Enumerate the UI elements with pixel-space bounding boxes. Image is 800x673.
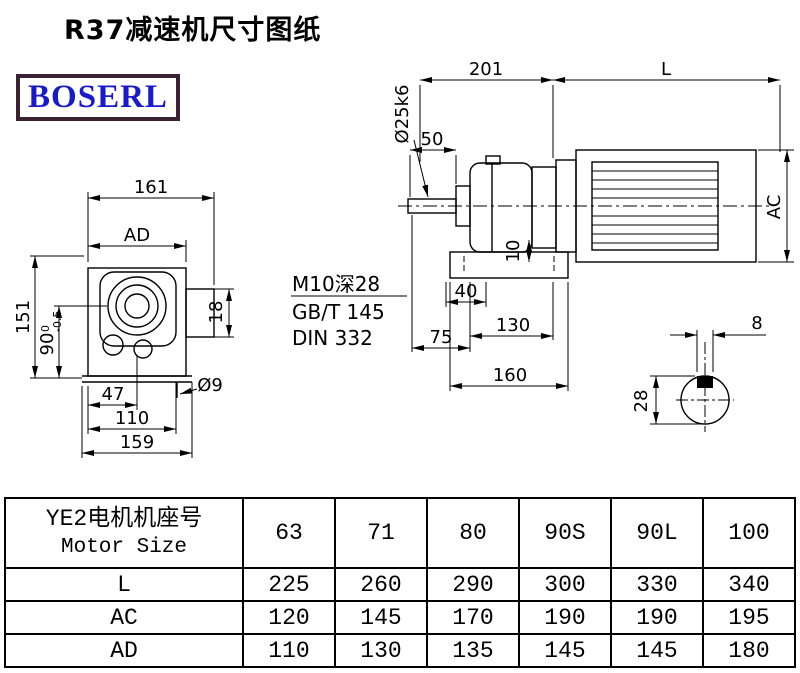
dim-161-label: 161 <box>134 177 168 198</box>
table-cell: 300 <box>518 567 612 602</box>
motor-size-header-en: Motor Size <box>60 536 188 560</box>
side-view-labels: 201 L Ø25k6 50 AC 10 40 75 130 160 <box>392 59 785 386</box>
table-cell: 145 <box>610 633 704 668</box>
row-label-AC: AC <box>4 600 244 635</box>
dim-47-label: 47 <box>102 384 125 405</box>
adapter-flange-1 <box>531 166 557 249</box>
dim-40-label: 40 <box>455 281 478 302</box>
dim-160-label: 160 <box>493 365 527 386</box>
svg-text:90: 90 <box>37 333 58 356</box>
table-cell: 130 <box>334 633 428 668</box>
side-view-outline <box>398 149 772 279</box>
dim-90-tolerance-label: 90 0 -0.5 <box>37 311 64 356</box>
brand-logo-text: BOSERL <box>28 79 168 115</box>
gear-housing-side <box>469 162 533 253</box>
technical-drawing-svg: 161 AD 151 90 0 -0.5 18 47 110 159 Ø9 <box>13 59 794 458</box>
note-gbt-145: GB/T 145 <box>292 300 385 324</box>
keyway <box>697 376 713 388</box>
column-header-100: 100 <box>702 497 796 569</box>
dim-75-label: 75 <box>430 327 453 348</box>
table-cell: 110 <box>242 633 336 668</box>
column-header-71: 71 <box>334 497 428 569</box>
foot-plate <box>449 251 569 279</box>
dim-28-label: 28 <box>631 390 652 413</box>
dim-dia9-label: Ø9 <box>197 375 223 396</box>
thread-notes: M10深28 GB/T 145 DIN 332 <box>292 272 385 350</box>
table-cell: 190 <box>610 600 704 635</box>
shaft-end-view-outline <box>676 342 734 432</box>
table-cell: 195 <box>702 600 796 635</box>
table-cell: 330 <box>610 567 704 602</box>
motor-dimension-table: YE2电机机座号 Motor Size 63 71 80 90S 90L 100… <box>4 497 796 668</box>
housing-eyebolt-boss <box>485 155 501 165</box>
motor-size-header-cn: YE2电机机座号 <box>45 506 203 533</box>
table-cell: 260 <box>334 567 428 602</box>
svg-text:-0.5: -0.5 <box>51 311 64 332</box>
table-cell: 120 <box>242 600 336 635</box>
table-cell: 135 <box>426 633 520 668</box>
shaft-end-labels: 8 28 <box>631 313 763 412</box>
motor-size-header-cell: YE2电机机座号 Motor Size <box>4 497 244 569</box>
brand-logo-box: BOSERL <box>16 74 180 121</box>
column-header-63: 63 <box>242 497 336 569</box>
table-row-L: L 225 260 290 300 330 340 <box>4 567 796 602</box>
side-view-dimension-lines <box>291 77 794 391</box>
note-din-332: DIN 332 <box>292 326 373 350</box>
table-row-AC: AC 120 145 170 190 190 195 <box>4 600 796 635</box>
table-cell: 145 <box>518 633 612 668</box>
front-view-labels: 161 AD 151 90 0 -0.5 18 47 110 159 Ø9 <box>13 177 227 453</box>
dim-18-label: 18 <box>206 301 227 324</box>
dim-201-label: 201 <box>469 59 503 80</box>
column-header-80: 80 <box>426 497 520 569</box>
dim-ac-label: AC <box>764 195 785 220</box>
front-view-dimension-lines <box>30 192 234 458</box>
terminal-cover <box>185 288 215 338</box>
flange-rounded-square <box>99 271 177 347</box>
table-cell: 145 <box>334 600 428 635</box>
shaft-end-dimension-lines <box>650 330 766 425</box>
dim-50-label: 50 <box>421 129 444 150</box>
bolt-hole-right <box>133 339 153 359</box>
dim-dia25-label: Ø25k6 <box>392 85 413 144</box>
output-bore-outer <box>107 276 167 336</box>
table-cell: 190 <box>518 600 612 635</box>
table-cell: 170 <box>426 600 520 635</box>
dim-ad-label: AD <box>124 225 150 246</box>
dim-110-label: 110 <box>115 408 149 429</box>
table-cell: 290 <box>426 567 520 602</box>
table-cell: 180 <box>702 633 796 668</box>
page-title: R37减速机尺寸图纸 <box>64 15 322 46</box>
table-cell: 225 <box>242 567 336 602</box>
dim-l-label: L <box>661 59 671 80</box>
row-label-AD: AD <box>4 633 244 668</box>
svg-text:0: 0 <box>39 325 52 332</box>
table-cell: 340 <box>702 567 796 602</box>
dim-10-label: 10 <box>503 240 524 263</box>
bolt-hole-left <box>102 334 124 356</box>
table-row-AD: AD 110 130 135 145 145 180 <box>4 633 796 668</box>
note-m10-depth: M10深28 <box>292 272 380 296</box>
column-header-90l: 90L <box>610 497 704 569</box>
dim-8-label: 8 <box>751 313 762 334</box>
row-label-L: L <box>4 567 244 602</box>
dim-159-label: 159 <box>120 432 154 453</box>
front-view-outline <box>82 267 215 398</box>
column-header-90s: 90S <box>518 497 612 569</box>
dim-151-label: 151 <box>13 300 34 334</box>
dim-130-label: 130 <box>496 315 530 336</box>
